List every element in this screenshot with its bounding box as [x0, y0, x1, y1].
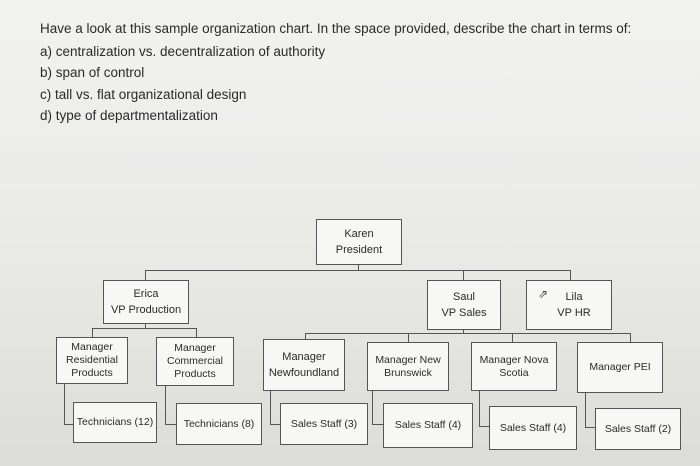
box-manager-pei: Manager PEI [577, 342, 663, 393]
connector-newbrunswick-up [408, 333, 409, 343]
manager-commercial-line-3: Products [174, 368, 216, 380]
connector-pei-up [630, 333, 631, 343]
connector-commercial-up [196, 328, 197, 338]
president-title: President [335, 244, 383, 256]
box-sales-staff-4-b: Sales Staff (4) [489, 406, 577, 450]
manager-nova-scotia-line-2: Scotia [499, 366, 529, 379]
box-vp-sales: Saul VP Sales [427, 280, 501, 330]
question-item-a: a) centralization vs. decentralization o… [40, 43, 326, 59]
connector-saul-down [463, 329, 464, 334]
manager-residential-line-1: Manager [71, 341, 113, 353]
sales-staff-3-label: Sales Staff (3) [290, 417, 358, 430]
question-title: Have a look at this sample organization … [40, 21, 632, 36]
connector-president-down [358, 264, 359, 271]
vp-hr-name: Lila [565, 291, 583, 303]
manager-residential-line-2: Residential [66, 354, 118, 366]
connector-pei-down [585, 392, 586, 428]
connector-erica-up [145, 270, 146, 281]
connector-commercial-down [165, 385, 166, 425]
box-manager-nova-scotia: Manager Nova Scotia [471, 342, 557, 391]
box-vp-hr: Lila VP HR [526, 280, 612, 330]
connector-residential-down [64, 383, 65, 425]
sales-staff-4-b-label: Sales Staff (4) [499, 421, 567, 434]
box-technicians-8: Technicians (8) [176, 403, 262, 445]
connector-novascotia-down [479, 390, 480, 427]
box-technicians-12: Technicians (12) [73, 402, 157, 443]
box-vp-production: Erica VP Production [103, 280, 189, 324]
mouse-cursor-icon: ⇗ [538, 287, 549, 301]
connector-newfoundland-up [305, 333, 306, 340]
connector-erica-down [145, 323, 146, 329]
president-name: Karen [344, 228, 374, 240]
manager-new-brunswick-line-1: Manager New [375, 353, 441, 366]
vp-production-title: VP Production [110, 304, 182, 316]
manager-new-brunswick-line-2: Brunswick [384, 366, 432, 379]
box-manager-newfoundland: Manager Newfoundland [263, 339, 345, 391]
connector-newbrunswick-down [372, 390, 373, 425]
question-item-c: c) tall vs. flat organizational design [40, 86, 247, 102]
question-text: Have a look at this sample organization … [40, 18, 690, 127]
box-sales-staff-3: Sales Staff (3) [280, 403, 368, 445]
vp-hr-title: VP HR [557, 307, 591, 319]
question-item-b: b) span of control [40, 65, 145, 80]
sales-staff-2-label: Sales Staff (2) [604, 422, 672, 435]
box-manager-residential: Manager Residential Products [56, 337, 128, 384]
manager-residential-line-3: Products [71, 367, 113, 379]
connector-commercial-elbow [165, 424, 177, 425]
connector-residential-elbow [64, 424, 74, 425]
manager-commercial-line-2: Commercial [166, 355, 223, 367]
box-manager-new-brunswick: Manager New Brunswick [367, 342, 449, 391]
manager-commercial-line-1: Manager [174, 342, 216, 354]
connector-newbrunswick-elbow [372, 424, 384, 425]
technicians-8-label: Technicians (8) [183, 417, 255, 430]
vp-sales-name: Saul [452, 291, 476, 303]
technicians-12-label: Technicians (12) [76, 416, 154, 428]
connector-novascotia-elbow [479, 426, 490, 427]
question-item-d: d) type of departmentalization [40, 108, 218, 123]
manager-newfoundland-line-2: Newfoundland [268, 367, 340, 379]
connector-pei-elbow [585, 427, 596, 428]
box-sales-staff-4-a: Sales Staff (4) [383, 403, 473, 448]
box-president: Karen President [316, 219, 402, 265]
manager-pei-line-1: Manager PEI [589, 361, 651, 373]
connector-saul-up [463, 270, 464, 281]
vp-sales-title: VP Sales [441, 307, 487, 319]
connector-sales-bus [305, 333, 631, 334]
box-sales-staff-2: Sales Staff (2) [595, 408, 681, 450]
connector-residential-up [92, 328, 93, 338]
connector-top-bus [145, 270, 571, 271]
manager-newfoundland-line-1: Manager [282, 351, 326, 363]
connector-newfoundland-down [270, 390, 271, 425]
connector-lila-up [570, 270, 571, 281]
manager-nova-scotia-line-1: Manager Nova [479, 353, 549, 366]
connector-newfoundland-elbow [270, 424, 281, 425]
connector-novascotia-up [512, 333, 513, 343]
vp-production-name: Erica [133, 288, 159, 300]
connector-production-bus [92, 328, 197, 329]
sales-staff-4-a-label: Sales Staff (4) [394, 419, 462, 431]
box-manager-commercial: Manager Commercial Products [156, 337, 234, 386]
